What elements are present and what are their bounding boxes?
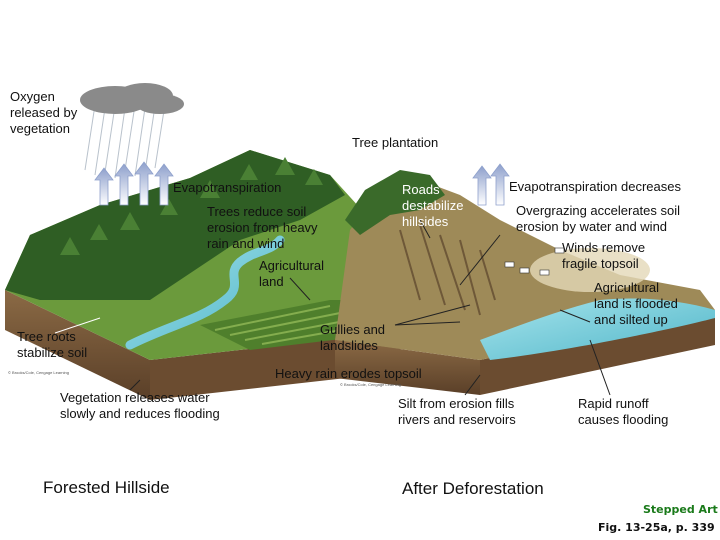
pointer-rapid-runoff xyxy=(589,339,611,396)
dust-cloud xyxy=(530,248,650,292)
label-winds-remove: Winds remove fragile topsoil xyxy=(562,240,646,271)
copyright-left: © Brooks/Cole, Cengage Learning xyxy=(8,370,69,375)
label-evapotranspiration: Evapotranspiration xyxy=(173,180,282,195)
pointer-roads xyxy=(419,219,431,239)
pointer-ag-flooded xyxy=(559,309,591,323)
label-heavy-rain: Heavy rain erodes topsoil xyxy=(275,366,422,381)
rain-cloud-icon xyxy=(80,83,184,114)
label-vegetation-releases: Vegetation releases water slowly and red… xyxy=(60,390,220,421)
pointer-gullies-1 xyxy=(394,304,471,326)
label-roads: Roads destabilize hillsides xyxy=(402,182,464,229)
label-oxygen: Oxygen released by vegetation xyxy=(10,89,78,136)
oxygen-arrows-icon xyxy=(94,161,174,206)
evapotranspiration-arrows-icon xyxy=(472,163,510,206)
label-agricultural-land: Agricultural land xyxy=(259,258,325,289)
label-ag-flooded: Agricultural land is flooded and silted … xyxy=(594,280,678,327)
title-after-deforestation: After Deforestation xyxy=(402,479,544,498)
label-tree-plantation: Tree plantation xyxy=(352,135,439,150)
label-rapid-runoff: Rapid runoff causes flooding xyxy=(578,396,669,427)
label-evapotranspiration-decreases: Evapotranspiration decreases xyxy=(509,179,681,194)
left-soil-front xyxy=(5,290,150,400)
label-tree-roots: Tree roots stabilize soil xyxy=(17,329,88,360)
pointer-agricultural xyxy=(289,277,311,301)
label-overgrazing: Overgrazing accelerates soil erosion by … xyxy=(516,203,681,234)
label-trees-reduce: Trees reduce soil erosion from heavy rai… xyxy=(207,204,318,251)
pointer-overgrazing xyxy=(459,234,501,286)
title-forested-hillside: Forested Hillside xyxy=(43,478,170,497)
grazing-cattle-icon xyxy=(504,247,565,276)
label-silt: Silt from erosion fills rivers and reser… xyxy=(398,396,516,427)
right-soil-front xyxy=(335,340,480,395)
label-gullies: Gullies and landslides xyxy=(320,322,386,353)
label-diverse-habitat: Diverse ecological habitat xyxy=(30,156,88,203)
right-erosion-gullies xyxy=(399,224,496,316)
rain-left xyxy=(84,103,166,179)
pointer-vegetation xyxy=(129,379,141,391)
right-flood-water xyxy=(480,298,715,360)
left-forest xyxy=(5,150,345,300)
right-forest-remnant xyxy=(345,170,445,235)
left-river xyxy=(125,235,285,350)
stepped-art-label: Stepped Art xyxy=(643,503,718,516)
pointer-gullies-2 xyxy=(394,321,461,326)
pointer-tree-roots xyxy=(54,317,101,334)
figure-reference: Fig. 13-25a, p. 339 xyxy=(598,521,715,534)
pointer-silt xyxy=(464,374,481,396)
copyright-right: © Brooks/Cole, Cengage Learning xyxy=(340,382,401,387)
left-farm-rows xyxy=(214,305,376,345)
deforestation-block xyxy=(129,163,715,396)
